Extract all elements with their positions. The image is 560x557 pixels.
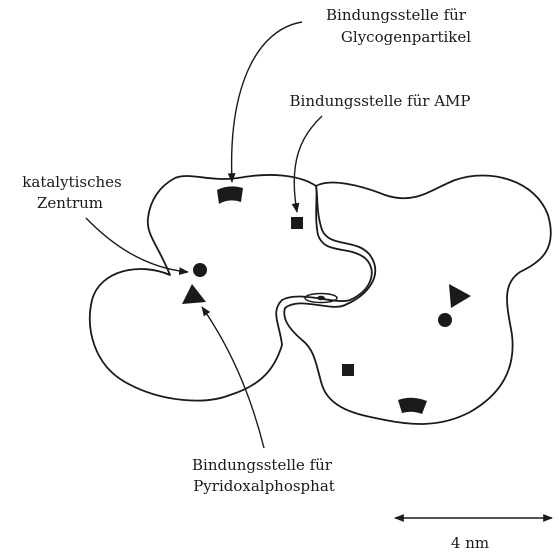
pyridoxal-site-right: [449, 284, 471, 308]
label-glycogen-line1: Bindungsstelle für: [326, 6, 467, 24]
amp-site-left: [291, 217, 303, 229]
catalytic-site-left: [193, 263, 207, 277]
arrow-pyridoxal: [201, 306, 265, 449]
amp-site-right: [342, 364, 354, 376]
label-amp: Bindungsstelle für AMP: [290, 92, 471, 110]
arrow-catalytic: [85, 217, 189, 276]
label-catalytic-line1: katalytisches: [22, 173, 121, 191]
arrow-amp: [291, 115, 323, 213]
right-subunit-outline: [283, 174, 552, 425]
label-pyridoxal-line2: Pyridoxalphosphat: [193, 477, 335, 495]
label-glycogen-line2: Glycogenpartikel: [341, 28, 471, 46]
glycogen-site-left: [217, 186, 243, 204]
glycogen-site-right: [398, 397, 427, 414]
left-subunit-outline: [88, 174, 373, 402]
arrow-glycogen: [227, 21, 303, 183]
label-catalytic-line2: Zentrum: [37, 194, 103, 212]
dimer-axis-outer: [304, 292, 338, 304]
label-pyridoxal-line1: Bindungsstelle für: [192, 456, 333, 474]
dimer-axis-inner: [317, 295, 325, 301]
label-scale: 4 nm: [451, 534, 489, 552]
pyridoxal-site-left: [182, 284, 206, 304]
catalytic-site-right: [438, 313, 452, 327]
